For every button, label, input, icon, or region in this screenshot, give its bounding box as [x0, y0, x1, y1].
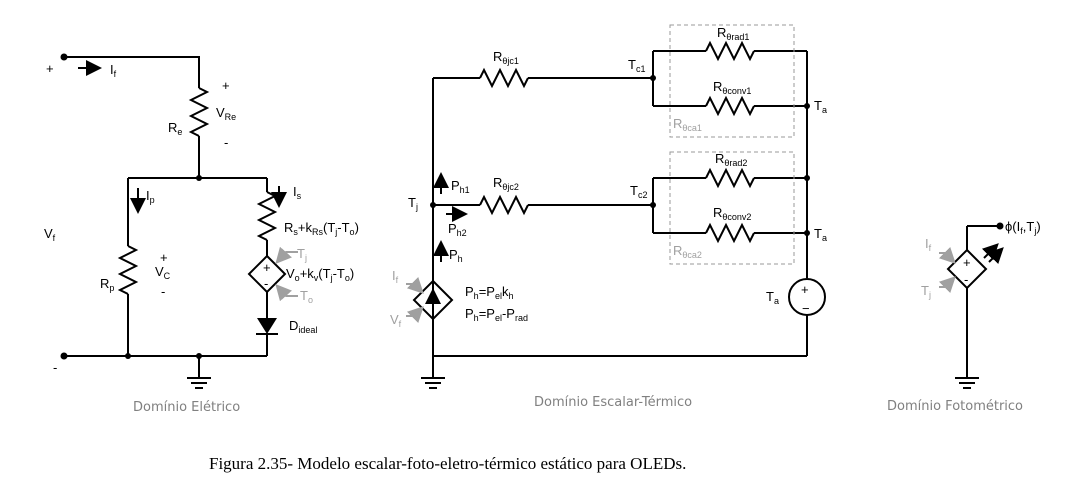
if-control-arrow-thermal	[406, 276, 424, 294]
resistor-rconv2	[705, 222, 755, 244]
vre-minus-label: -	[224, 135, 228, 150]
ground-thermal-icon	[421, 356, 445, 389]
tj-control-arrow	[275, 246, 298, 264]
tc1-label: Tc1	[628, 57, 645, 74]
rrad1-label: Rθrad1	[717, 25, 749, 42]
to-control-arrow	[275, 284, 298, 302]
photo-src-plus: +	[963, 255, 971, 270]
if-control-label-thermal: If	[392, 268, 399, 285]
box-rca2	[669, 151, 795, 265]
src-minus-electric: -	[264, 276, 268, 291]
ph-equation-2: Ph=Pel-Prad	[465, 306, 528, 323]
domain-photometric-label: Domínio Fotométrico	[887, 399, 1023, 414]
dideal-label: Dideal	[289, 318, 317, 335]
to-control-label: To	[300, 288, 313, 305]
ph-equation-1: Ph=Pelkh	[465, 284, 513, 301]
domain-electric-label: Domínio Elétrico	[133, 400, 240, 415]
if-label: If	[110, 62, 117, 79]
phi-label: ϕ(If,Tj)	[1005, 219, 1041, 236]
figure-caption: Figura 2.35- Modelo escalar-foto-eletro-…	[209, 454, 686, 473]
rs-expression: Rs+kRs(Tj-To)	[284, 220, 359, 237]
node-ta1	[804, 103, 810, 109]
terminal-negative	[60, 352, 68, 360]
ta1-label: Ta	[814, 98, 827, 115]
rconv2-label: Rθconv2	[713, 205, 751, 222]
ta-source-label: Ta	[766, 289, 779, 306]
tj-label: Tj	[408, 195, 418, 212]
vf-control-label-thermal: Vf	[390, 312, 402, 329]
terminal-phi	[996, 222, 1004, 230]
if-control-arrow-photo	[938, 246, 956, 264]
minus-label: -	[53, 360, 57, 375]
ph2-label: Ph2	[448, 221, 467, 238]
ta-src-minus: −	[802, 301, 810, 316]
is-label: Is	[293, 184, 302, 201]
tj-control-label-photo: Tj	[921, 283, 931, 300]
src-plus-electric: +	[263, 260, 271, 275]
ph-label: Ph	[449, 247, 463, 264]
if-control-label-photo: If	[925, 236, 932, 253]
ta-src-plus: +	[801, 282, 809, 297]
vo-expression: Vo+kv(Tj-To)	[286, 266, 354, 283]
resistor-rjc2	[479, 194, 529, 216]
tc2-label: Tc2	[630, 183, 647, 200]
ground-electric-icon	[187, 356, 211, 389]
node-mid	[196, 175, 202, 181]
photo-src-minus: -	[964, 272, 968, 287]
resistor-rconv1	[705, 95, 755, 117]
vc-label: VC	[155, 264, 171, 281]
vc-plus-label: +	[160, 250, 168, 265]
vf-control-arrow-thermal	[406, 306, 424, 324]
terminal-positive	[60, 53, 68, 61]
photometric-domain: + - ϕ(If,Tj) If Tj Domínio Fotométrico	[887, 219, 1041, 414]
diode-ideal	[257, 318, 277, 334]
rca1-label: Rθca1	[673, 116, 702, 133]
thermal-domain: + − Rθjc1 Rθjc2 Tc1 Tc2 Rθrad1 Rθconv1 R…	[390, 24, 827, 410]
resistor-rjc1	[479, 67, 529, 89]
rca2-label: Rθca2	[673, 243, 702, 260]
resistor-re	[188, 87, 210, 137]
resistor-rrad2	[705, 167, 755, 189]
vf-label: Vf	[44, 226, 56, 243]
ground-photometric-icon	[955, 377, 979, 389]
wire-top-electric	[64, 56, 200, 88]
re-label: Re	[168, 120, 182, 137]
resistor-rrad1	[705, 40, 755, 62]
electric-domain: + - + - If Vf Re + VRe - Ip Rp + VC - I	[44, 53, 359, 415]
ta2-label: Ta	[814, 226, 827, 243]
resistor-rs	[256, 191, 278, 241]
plus-label: +	[46, 61, 54, 76]
vc-minus-label: -	[161, 284, 165, 299]
tj-control-arrow-photo	[938, 276, 956, 294]
rconv1-label: Rθconv1	[713, 79, 751, 96]
vre-label: VRe	[216, 105, 236, 122]
vre-plus-label: +	[222, 78, 230, 93]
box-rca1	[669, 24, 795, 138]
rjc2-label: Rθjc2	[493, 175, 519, 192]
tj-control-label: Tj	[297, 246, 307, 263]
rjc1-label: Rθjc1	[493, 49, 519, 66]
ph1-label: Ph1	[451, 178, 470, 195]
rrad2-label: Rθrad2	[715, 151, 747, 168]
rp-label: Rp	[100, 276, 114, 293]
node-bottom-rp	[125, 353, 131, 359]
ip-label: Ip	[146, 188, 155, 205]
resistor-rp	[117, 245, 139, 295]
light-ray-2-icon	[986, 247, 1004, 265]
domain-thermal-label: Domínio Escalar-Térmico	[534, 395, 692, 410]
